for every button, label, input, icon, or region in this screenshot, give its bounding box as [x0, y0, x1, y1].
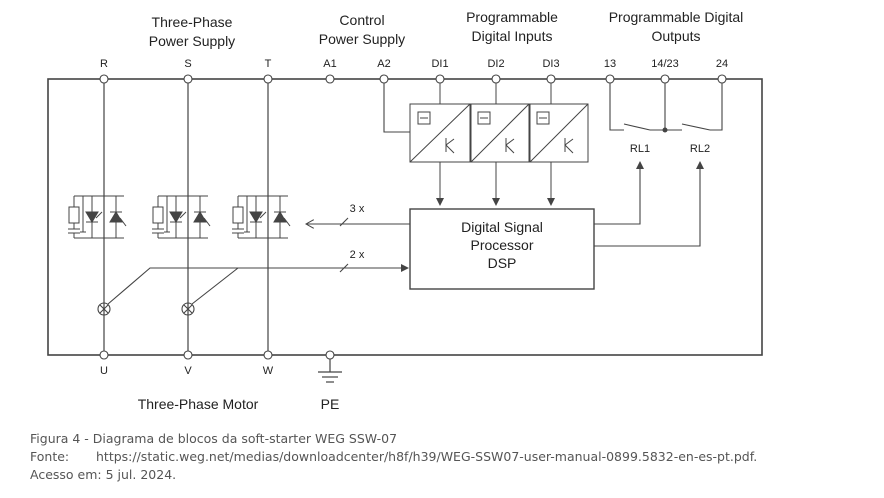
dsp-label-line2: Processor	[470, 237, 533, 253]
caption-source-label: Fonte:	[30, 449, 70, 464]
terminal-label-13: 13	[604, 58, 616, 70]
header-power-supply: Three-Phase Power Supply	[149, 14, 235, 49]
current-measurement-bus	[107, 263, 409, 305]
terminal-label-24: 24	[716, 58, 728, 70]
ground-icon	[318, 359, 342, 383]
header-control-supply: Control Power Supply	[319, 12, 405, 47]
top-terminal-labels: R S T A1 A2 DI1 DI2 DI3 13 14/23 24	[100, 58, 728, 70]
relay-outputs	[594, 79, 723, 247]
terminal-label-t: T	[265, 58, 272, 70]
relay-common-junction	[662, 127, 668, 133]
current-bus-label: 2 x	[350, 249, 365, 261]
header-digital-outputs-line2: Outputs	[651, 28, 700, 44]
figure-caption: Figura 4 - Diagrama de blocos da soft-st…	[30, 430, 870, 484]
bottom-terminals	[99, 350, 335, 360]
header-power-supply-line2: Power Supply	[149, 33, 235, 49]
digital-input-optocouplers	[409, 79, 589, 206]
terminal-label-di1: DI1	[431, 58, 448, 70]
relay-wire-24	[710, 79, 723, 131]
thyristor-modules	[68, 195, 291, 239]
optocoupler-di1	[409, 79, 471, 206]
control-supply-wiring	[383, 79, 410, 133]
terminal-w	[263, 350, 273, 360]
header-digital-outputs-line1: Programmable Digital	[609, 9, 744, 25]
terminal-t	[263, 74, 273, 84]
terminal-label-w: W	[263, 365, 274, 377]
pe-label: PE	[321, 396, 340, 412]
terminal-24	[717, 74, 727, 84]
terminal-label-di2: DI2	[487, 58, 504, 70]
optocoupler-di2	[470, 79, 530, 206]
header-digital-inputs: Programmable Digital Inputs	[466, 9, 558, 44]
terminal-di1	[435, 74, 445, 84]
thyristor-module-t	[232, 195, 291, 239]
header-digital-outputs: Programmable Digital Outputs	[609, 9, 744, 44]
current-transformer-r	[97, 302, 111, 316]
terminal-di2	[491, 74, 501, 84]
relay-contact-rl1	[623, 123, 651, 131]
terminal-label-v: V	[184, 365, 192, 377]
header-digital-inputs-line1: Programmable	[466, 9, 558, 25]
terminal-r	[99, 74, 109, 84]
caption-source-row: Fonte: https://static.weg.net/medias/down…	[30, 448, 870, 466]
terminal-a1	[325, 74, 335, 84]
terminal-di3	[546, 74, 556, 84]
caption-access-date: Acesso em: 5 jul. 2024.	[30, 467, 177, 482]
thyristor-gate-bus	[306, 217, 410, 226]
dsp-to-rl1-wire	[594, 161, 644, 225]
current-transformer-s	[181, 302, 195, 316]
dsp-to-rl2-wire	[594, 161, 704, 247]
dsp-label-line1: Digital Signal	[461, 219, 543, 235]
thyristor-module-r	[68, 195, 127, 239]
terminal-label-a2: A2	[377, 58, 390, 70]
dsp-block	[409, 208, 595, 290]
relay-label-rl1: RL1	[630, 143, 650, 155]
soft-starter-enclosure	[47, 78, 763, 356]
terminal-13	[605, 74, 615, 84]
relay-contact-rl2	[681, 123, 711, 131]
header-power-supply-line1: Three-Phase	[152, 14, 233, 30]
header-control-supply-line2: Power Supply	[319, 31, 405, 47]
motor-label: Three-Phase Motor	[138, 396, 259, 412]
top-terminals	[99, 74, 727, 84]
terminal-label-u: U	[100, 365, 108, 377]
header-digital-inputs-line2: Digital Inputs	[472, 28, 553, 44]
terminal-14-23	[660, 74, 670, 84]
terminal-u	[99, 350, 109, 360]
terminal-label-s: S	[184, 58, 191, 70]
terminal-pe	[325, 350, 335, 360]
caption-source-url[interactable]: https://static.weg.net/medias/downloadce…	[96, 449, 758, 464]
thyristor-module-s	[152, 195, 211, 239]
terminal-label-a1: A1	[323, 58, 336, 70]
relay-label-rl2: RL2	[690, 143, 710, 155]
relay-wire-13	[609, 79, 624, 131]
terminal-v	[183, 350, 193, 360]
thyristor-bus-label: 3 x	[350, 203, 365, 215]
optocoupler-di3	[529, 79, 589, 206]
caption-title: Figura 4 - Diagrama de blocos da soft-st…	[30, 431, 398, 446]
terminal-s	[183, 74, 193, 84]
terminal-label-r: R	[100, 58, 108, 70]
terminal-a2	[379, 74, 389, 84]
header-control-supply-line1: Control	[339, 12, 384, 28]
terminal-label-di3: DI3	[542, 58, 559, 70]
terminal-label-14-23: 14/23	[651, 58, 679, 70]
current-transformers	[97, 302, 195, 316]
dsp-label-line3: DSP	[488, 255, 517, 271]
